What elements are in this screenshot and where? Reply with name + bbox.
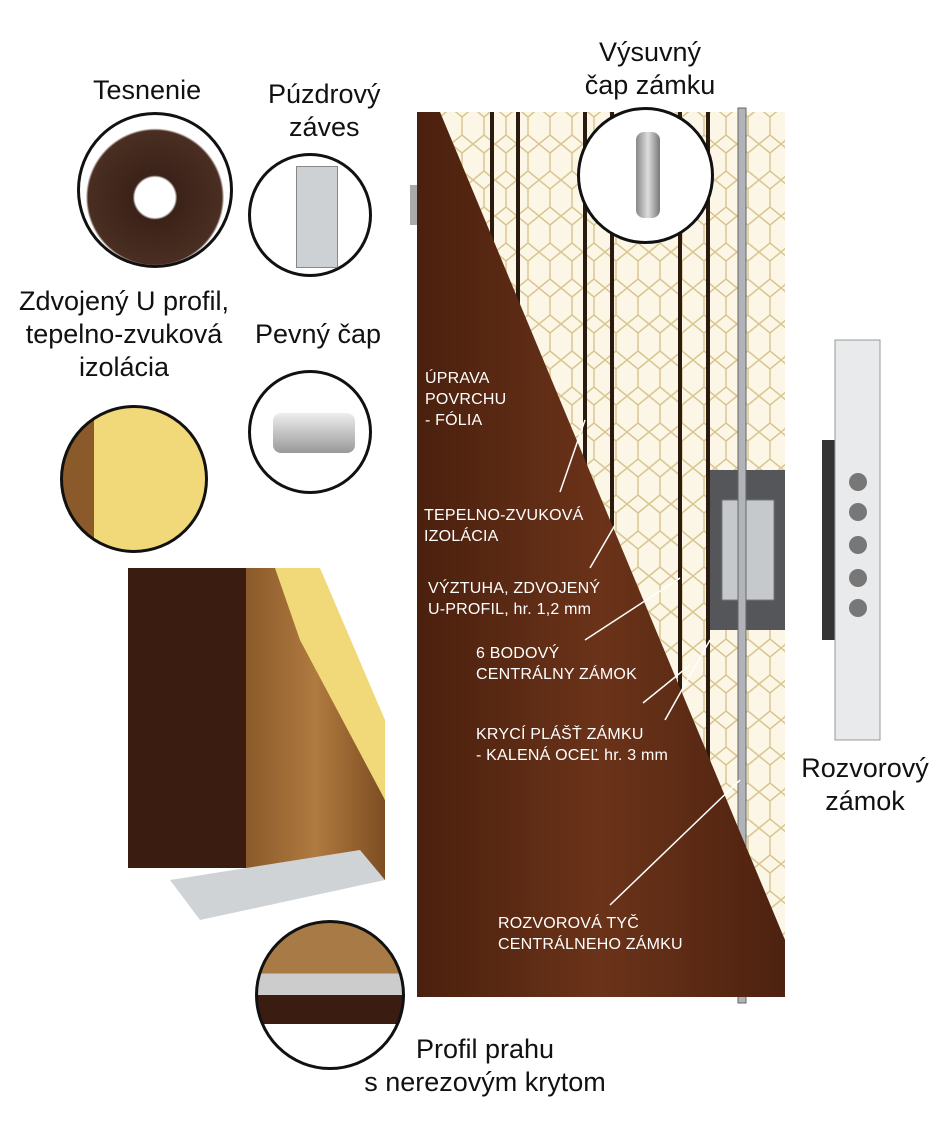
u-profile-image [60, 405, 208, 553]
fixed-pin-image [248, 370, 372, 494]
sliding-pin-image [577, 107, 714, 244]
door-panel [410, 107, 785, 1004]
door-label-lock-cover: KRYCÍ PLÁŠŤ ZÁMKU- KALENÁ OCEĽ hr. 3 mm [476, 726, 669, 764]
pointer-lines [559, 419, 741, 906]
label-fixed-pin: Pevný čap [255, 319, 382, 349]
deadbolt-lock-image [822, 339, 881, 741]
seal-image [77, 112, 233, 268]
hinge-image [248, 153, 372, 277]
frame-cutaway-image [128, 568, 385, 920]
label-seal: Tesnenie [93, 75, 202, 105]
threshold-image [255, 920, 405, 1070]
